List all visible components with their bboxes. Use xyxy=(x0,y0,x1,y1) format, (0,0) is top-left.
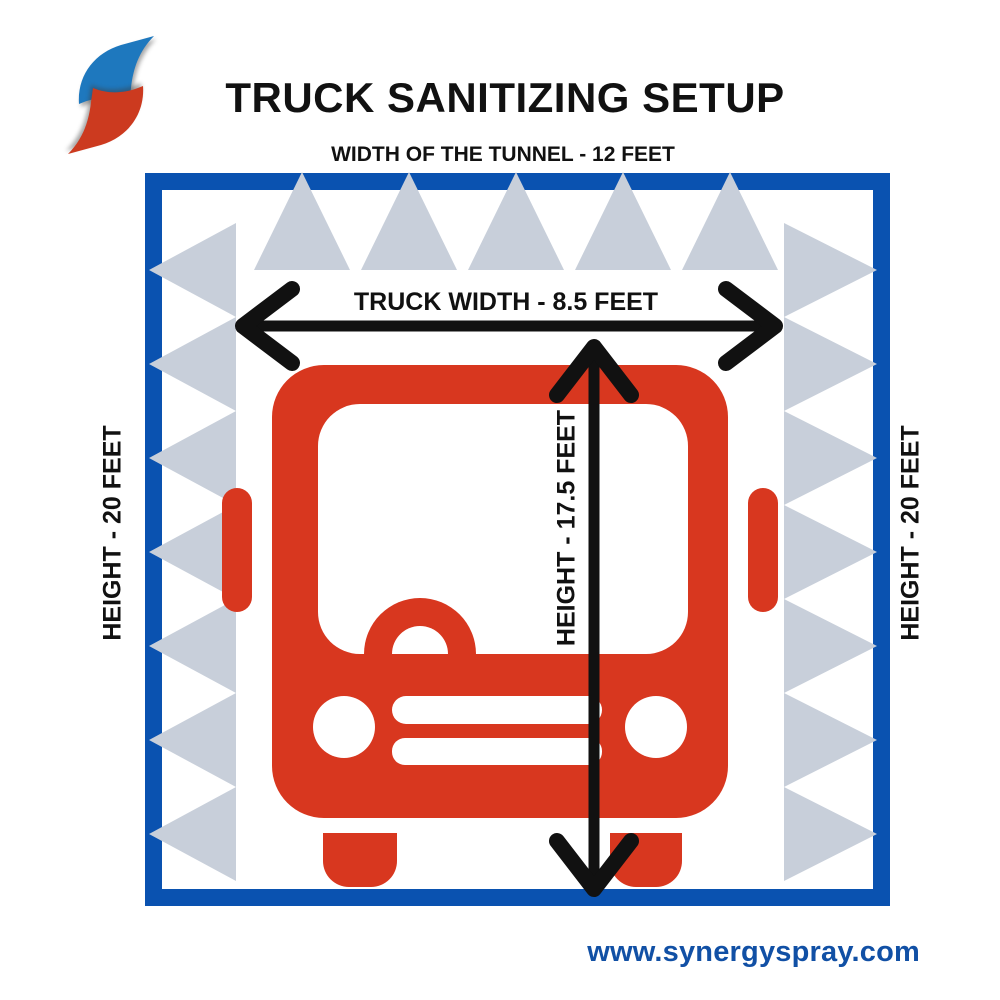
truck-height-arrow xyxy=(549,339,639,897)
tunnel-height-right-label: HEIGHT - 20 FEET xyxy=(896,425,925,641)
truck-headlight-left xyxy=(313,696,375,758)
truck-mirror-left xyxy=(222,488,252,612)
spray-nozzle-icon xyxy=(149,317,236,411)
spray-nozzle-icon xyxy=(784,787,877,881)
spray-nozzles-top xyxy=(254,172,778,270)
arrow-head-right xyxy=(718,281,783,371)
spray-nozzles-right xyxy=(784,223,877,881)
spray-nozzle-icon xyxy=(149,693,236,787)
tunnel-width-label: WIDTH OF THE TUNNEL - 12 FEET xyxy=(331,143,675,166)
tunnel-height-left-label: HEIGHT - 20 FEET xyxy=(98,425,127,641)
arrow-head-left xyxy=(235,281,300,371)
spray-nozzle-icon xyxy=(784,317,877,411)
spray-nozzle-icon xyxy=(149,787,236,881)
spray-nozzle-icon xyxy=(784,599,877,693)
spray-nozzle-icon xyxy=(149,599,236,693)
logo-blue-swoosh xyxy=(78,36,154,104)
spray-nozzle-icon xyxy=(784,505,877,599)
spray-nozzle-icon xyxy=(575,172,671,270)
page-title: TRUCK SANITIZING SETUP xyxy=(225,74,785,121)
synergy-spray-logo xyxy=(68,36,154,154)
spray-nozzle-icon xyxy=(149,223,236,317)
truck-wheel-left xyxy=(323,833,397,887)
truck-headlight-right xyxy=(625,696,687,758)
spray-nozzles-left xyxy=(149,223,236,881)
truck-mirror-right xyxy=(748,488,778,612)
spray-nozzle-icon xyxy=(784,223,877,317)
spray-nozzle-icon xyxy=(361,172,457,270)
truck-steering-wheel-center xyxy=(392,626,448,654)
spray-nozzle-icon xyxy=(254,172,350,270)
spray-nozzle-icon xyxy=(784,693,877,787)
truck-steering-wheel xyxy=(364,598,476,654)
truck-grille-bar-2 xyxy=(392,738,602,765)
truck-height-measurement: HEIGHT - 17.5 FEET xyxy=(552,409,581,647)
truck-width-arrow xyxy=(235,281,783,371)
spray-nozzle-icon xyxy=(784,411,877,505)
truck-windshield xyxy=(318,404,688,654)
logo-red-swoosh xyxy=(68,86,144,154)
truck-icon xyxy=(222,365,778,887)
spray-nozzle-icon xyxy=(682,172,778,270)
arrow-head-down xyxy=(549,833,639,897)
arrow-head-up xyxy=(549,339,639,403)
truck-width-measurement: TRUCK WIDTH - 8.5 FEET xyxy=(353,288,659,316)
spray-nozzle-icon xyxy=(149,505,236,599)
spray-nozzle-icon xyxy=(468,172,564,270)
website-text: www.synergyspray.com xyxy=(587,936,920,968)
truck-grille-bar-1 xyxy=(392,696,602,724)
spray-nozzle-icon xyxy=(149,411,236,505)
